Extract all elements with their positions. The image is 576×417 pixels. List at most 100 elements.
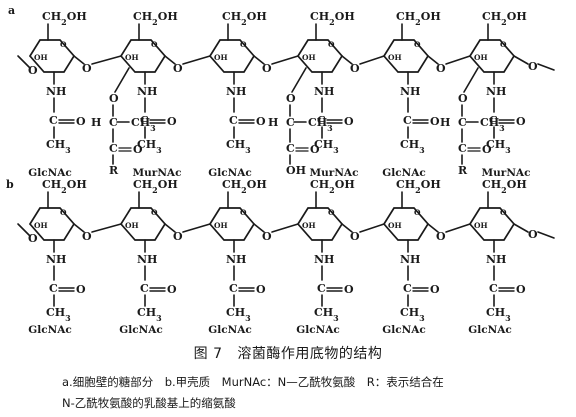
ch2oh-group: CH2OH	[42, 178, 87, 195]
glycosidic-bond-b	[91, 223, 122, 233]
nh-group: NH	[314, 85, 334, 98]
figure-legend: a.细胞壁的糖部分 b.甲壳质 MurNAc：N—乙酰牧氨酸 R：表示结合在 N…	[62, 372, 562, 414]
glycosidic-bond-a	[253, 223, 265, 233]
peptide-r-group: R	[458, 164, 468, 177]
carbonyl-oxygen: O	[167, 283, 177, 296]
methyl-group: CH3	[137, 138, 162, 155]
lactyl-carbon: C	[458, 116, 467, 129]
nh-group: NH	[314, 253, 334, 266]
unit-name-glcnac: GlcNAc	[468, 324, 512, 336]
hydroxyl-label: OH	[214, 53, 228, 62]
unit-name-glcnac: GlcNAc	[28, 167, 72, 179]
lactyl-h: H	[440, 116, 450, 129]
hydroxyl-label: OH	[125, 53, 139, 62]
free-carboxyl-oh: OH	[286, 164, 306, 177]
carbonyl-oxygen: O	[76, 115, 86, 128]
lactyl-oxygen: O	[109, 92, 119, 105]
figure-title: 溶菌酶作用底物的结构	[237, 346, 383, 362]
nh-group: NH	[46, 85, 66, 98]
carbonyl-carbon: C	[317, 282, 326, 295]
unit-name-glcnac: GlcNAc	[382, 324, 426, 336]
ch2oh-group: CH2OH	[396, 178, 441, 195]
ch2oh-group: CH2OH	[396, 10, 441, 27]
lactyl-ether-bond	[114, 67, 130, 93]
ring-oxygen: O	[328, 40, 335, 49]
lactyl-methyl: CH3	[131, 116, 156, 133]
carbonyl-oxygen: O	[167, 115, 177, 128]
carbonyl-oxygen: O	[516, 115, 526, 128]
carbonyl-oxygen: O	[430, 115, 440, 128]
carbonyl-oxygen: O	[516, 283, 526, 296]
carbonyl-oxygen: O	[256, 283, 266, 296]
hydroxyl-label: OH	[388, 53, 402, 62]
nh-group: NH	[137, 85, 157, 98]
chain-start-bond	[17, 55, 31, 69]
lactyl-h: H	[91, 116, 101, 129]
nh-group: NH	[46, 253, 66, 266]
unit-name-glcnac: GlcNAc	[208, 167, 252, 179]
nh-group: NH	[400, 253, 420, 266]
ch2oh-group: CH2OH	[133, 178, 178, 195]
carbonyl-carbon: C	[403, 282, 412, 295]
glycosidic-bond-a	[341, 55, 353, 65]
carbonyl-oxygen: O	[344, 283, 354, 296]
carbonyl-carbon: C	[49, 282, 58, 295]
ring-oxygen: O	[500, 40, 507, 49]
glycosidic-bond-b	[445, 223, 471, 233]
unit-name-glcnac: GlcNAc	[119, 324, 163, 336]
ring-oxygen: O	[414, 40, 421, 49]
hydroxyl-label: OH	[302, 221, 316, 230]
glycosidic-oxygen: O	[82, 230, 92, 243]
ring-oxygen: O	[151, 208, 158, 217]
carbonyl-carbon: C	[229, 282, 238, 295]
chain-end-oxygen: O	[528, 60, 538, 73]
ch2oh-group: CH2OH	[310, 178, 355, 195]
carbonyl-carbon: C	[403, 114, 412, 127]
unit-name-murnac: MurNAc	[133, 167, 182, 179]
glycosidic-oxygen: O	[350, 62, 360, 75]
glycosidic-oxygen: O	[350, 230, 360, 243]
glycosidic-bond-a	[73, 55, 85, 65]
unit-name-glcnac: GlcNAc	[382, 167, 426, 179]
methyl-group: CH3	[314, 306, 339, 323]
chain-end-bond	[513, 223, 529, 233]
unit-name-glcnac: GlcNAc	[208, 324, 252, 336]
ch2oh-group: CH2OH	[222, 10, 267, 27]
methyl-group: CH3	[400, 306, 425, 323]
ch2oh-group: CH2OH	[482, 10, 527, 27]
ch2oh-group: CH2OH	[133, 10, 178, 27]
nh-group: NH	[486, 253, 506, 266]
glycosidic-oxygen: O	[436, 230, 446, 243]
methyl-group: CH3	[314, 138, 339, 155]
glycosidic-bond-b	[91, 55, 122, 65]
glycosidic-oxygen: O	[173, 62, 183, 75]
unit-name-murnac: MurNAc	[482, 167, 531, 179]
ring-oxygen: O	[414, 208, 421, 217]
lactyl-methyl: CH3	[308, 116, 333, 133]
ring-oxygen: O	[151, 40, 158, 49]
ring-oxygen: O	[240, 40, 247, 49]
lactyl-ether-bond	[291, 67, 307, 93]
ring-oxygen: O	[60, 208, 67, 217]
ch2oh-group: CH2OH	[222, 178, 267, 195]
glycosidic-bond-a	[164, 223, 176, 233]
glycosidic-bond-b	[182, 223, 211, 233]
methyl-group: CH3	[226, 138, 251, 155]
glycosidic-bond-b	[359, 223, 385, 233]
methyl-group: CH3	[400, 138, 425, 155]
glycosidic-bond-b	[445, 55, 471, 65]
chain-start-bond	[17, 223, 31, 237]
ring-oxygen: O	[500, 208, 507, 217]
lactyl-oxygen: O	[286, 92, 296, 105]
hydroxyl-label: OH	[388, 221, 402, 230]
carbonyl-oxygen: O	[344, 115, 354, 128]
carbonyl-carbon: C	[489, 282, 498, 295]
hydroxyl-label: OH	[474, 53, 488, 62]
legend-line-2: N-乙酰牧氨酸的乳酸基上的缩氨酸	[62, 396, 236, 410]
